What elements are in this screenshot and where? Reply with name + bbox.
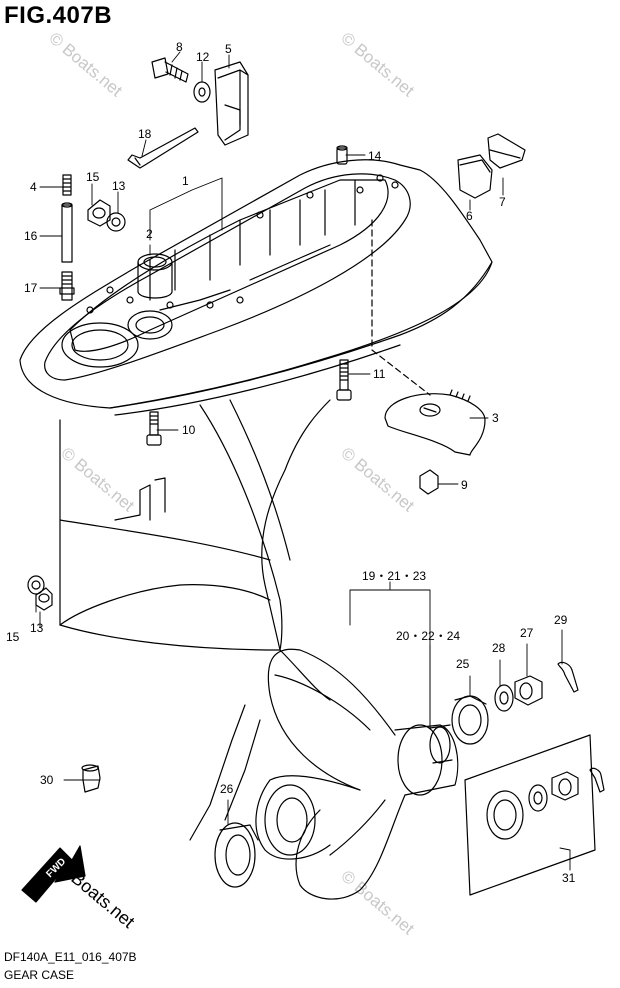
part-15-drain-plug-lower — [35, 587, 53, 611]
watermark-text: © Boats.net — [45, 29, 126, 101]
callout-6: 6 — [466, 209, 473, 223]
watermark-text: © Boats.net — [337, 444, 418, 516]
logo-text: Boats.net — [67, 868, 138, 932]
callout-29: 29 — [554, 613, 568, 627]
part-7-clip — [487, 133, 526, 169]
callout-13: 13 — [112, 179, 126, 193]
callout-10: 10 — [182, 423, 196, 437]
part-13-gasket — [106, 212, 126, 232]
figure-title: FIG.407B — [4, 2, 113, 29]
gear-case-housing — [19, 159, 493, 841]
part-30-plug — [81, 764, 101, 793]
part-12-washer — [193, 81, 211, 103]
callout-15-lower: 15 — [6, 630, 20, 644]
part-9-bolt — [419, 469, 439, 495]
callout-18: 18 — [138, 127, 152, 141]
callout-3: 3 — [492, 411, 499, 425]
callout-1: 1 — [182, 174, 189, 188]
part-16-tube — [61, 202, 73, 263]
part-28-washer — [494, 684, 514, 712]
fwd-badge: FWD — [21, 845, 86, 903]
callout-labels: 8 12 5 18 14 15 13 4 1 6 7 16 2 17 11 3 … — [6, 40, 576, 885]
callout-16: 16 — [24, 229, 38, 243]
watermark-text: © Boats.net — [337, 29, 418, 101]
part-25-stopper — [451, 695, 489, 745]
part-14-pin — [336, 145, 348, 165]
part-8-bolt — [151, 57, 189, 83]
callout-20-22-24: 20・22・24 — [396, 629, 460, 643]
part-4-stud — [62, 174, 72, 196]
callout-12: 12 — [196, 50, 210, 64]
callout-27: 27 — [520, 626, 534, 640]
callout-11: 11 — [373, 367, 386, 381]
part-2-bushing — [137, 253, 173, 299]
callout-25: 25 — [456, 657, 470, 671]
callout-8: 8 — [176, 40, 183, 54]
propeller — [255, 648, 459, 900]
callout-7: 7 — [499, 195, 506, 209]
part-6-plug — [457, 154, 493, 199]
boats-net-logo: Boats.net — [67, 868, 138, 932]
callout-17: 17 — [24, 281, 38, 295]
part-15-drain-plug — [87, 199, 111, 227]
callout-13-lower: 13 — [30, 621, 44, 635]
callout-31: 31 — [562, 871, 576, 885]
watermark-text: © Boats.net — [57, 444, 138, 516]
part-3-trim-tab — [384, 389, 486, 456]
part-27-nut — [514, 675, 543, 706]
kit-31-box — [464, 734, 605, 896]
callout-5: 5 — [225, 42, 232, 56]
part-18-cable-tie — [127, 127, 199, 169]
callout-30: 30 — [40, 773, 54, 787]
part-29-cotter-pin — [557, 661, 579, 693]
callout-4: 4 — [30, 180, 37, 194]
part-11-bolt — [336, 359, 352, 401]
callout-26: 26 — [220, 782, 234, 796]
callout-2: 2 — [146, 227, 153, 241]
watermark-text: © Boats.net — [337, 867, 418, 939]
callout-9: 9 — [461, 478, 468, 492]
part-10-bolt — [146, 411, 162, 446]
part-13-gasket-lower — [27, 575, 45, 595]
callout-14: 14 — [368, 149, 382, 163]
part-26-spacer — [214, 822, 259, 888]
callout-15: 15 — [86, 170, 100, 184]
footer-caption: GEAR CASE — [4, 968, 75, 982]
callout-19-21-23: 19・21・23 — [362, 569, 426, 583]
callout-28: 28 — [492, 641, 506, 655]
part-17-stud — [59, 271, 75, 301]
footer-code: DF140A_E11_016_407B — [4, 950, 137, 964]
part-5-anode — [214, 61, 249, 146]
leader-lines — [35, 51, 571, 871]
